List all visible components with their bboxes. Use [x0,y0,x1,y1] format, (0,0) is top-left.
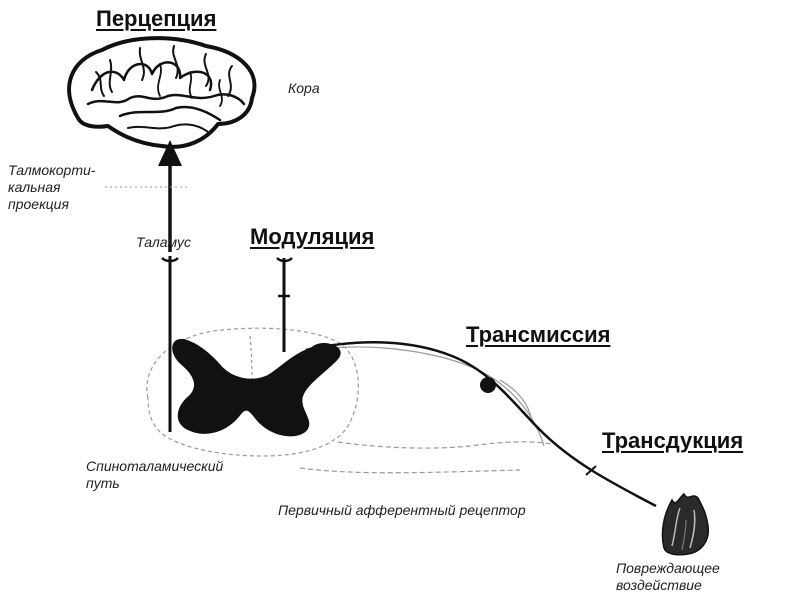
label-spinothalamic-tract: Спиноталамический путь [86,458,223,492]
label-thalamus: Таламус [136,234,191,250]
thalamus-synapse-icon [161,257,179,263]
dorsal-horn-terminal [310,343,338,359]
fiber-tick-icon [585,465,597,476]
label-primary-afferent: Первичный афферентный рецептор [278,502,526,518]
label-line: Спиноталамический [86,458,224,474]
label-noxious-stimulus: Повреждающее воздействие [616,560,720,594]
dorsal-root-ganglion [480,377,496,393]
afferent-root-outline [299,346,553,474]
label-line: проекция [8,196,69,212]
label-line: кальная [8,179,61,195]
heading-modulation: Модуляция [250,224,375,249]
label-thalamocortical-projection: Талмокорти- кальная проекция [8,162,95,213]
primary-afferent-fiber-line [305,341,657,508]
label-line: Талмокорти- [8,162,96,178]
heading-transduction: Трансдукция [602,428,744,453]
heading-perception: Перцепция [96,6,217,31]
heading-transmission: Трансмиссия [466,322,611,347]
spinal-grey-matter [172,338,341,437]
label-line: путь [86,475,120,491]
arrowhead-icon [158,140,182,166]
label-cortex: Кора [288,80,320,96]
label-line: Повреждающее [616,560,720,576]
modulation-synapse-icon [276,257,293,263]
noxious-stimulus-tissue [661,492,710,556]
label-line: воздействие [616,577,702,593]
brain-illustration [67,36,257,149]
